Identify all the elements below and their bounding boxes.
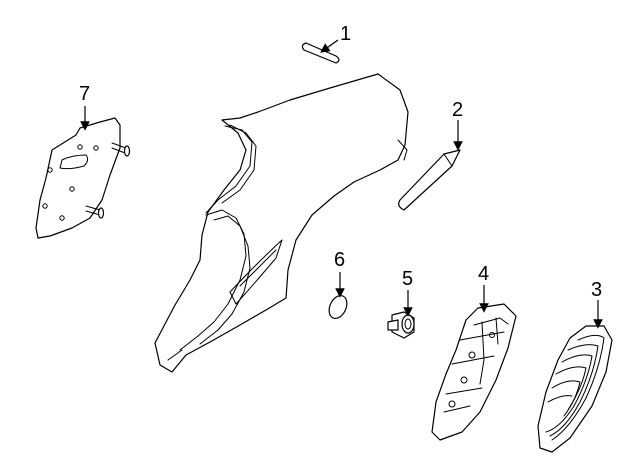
part-4-vent-bracket[interactable]	[431, 303, 517, 441]
callout-leaders	[80, 39, 603, 329]
part-3-vent-grille[interactable]	[537, 325, 613, 453]
part-5-clip[interactable]	[387, 311, 415, 339]
callout-labels: 1 2 3 4 5 6 7	[79, 23, 602, 301]
callout-2: 2	[452, 99, 463, 121]
part-7-bracket-plate[interactable]	[35, 117, 131, 239]
part-1-trim-strip[interactable]	[301, 42, 340, 64]
callout-4: 4	[478, 263, 489, 285]
callout-6: 6	[334, 249, 345, 271]
callout-3: 3	[591, 279, 602, 301]
part-2-molding[interactable]	[398, 149, 461, 211]
callout-7: 7	[79, 83, 90, 105]
quarter-panel[interactable]	[154, 73, 409, 373]
callout-5: 5	[402, 268, 413, 290]
callout-1: 1	[340, 23, 351, 45]
part-6-cap[interactable]	[326, 293, 351, 322]
leader-1	[320, 39, 339, 53]
